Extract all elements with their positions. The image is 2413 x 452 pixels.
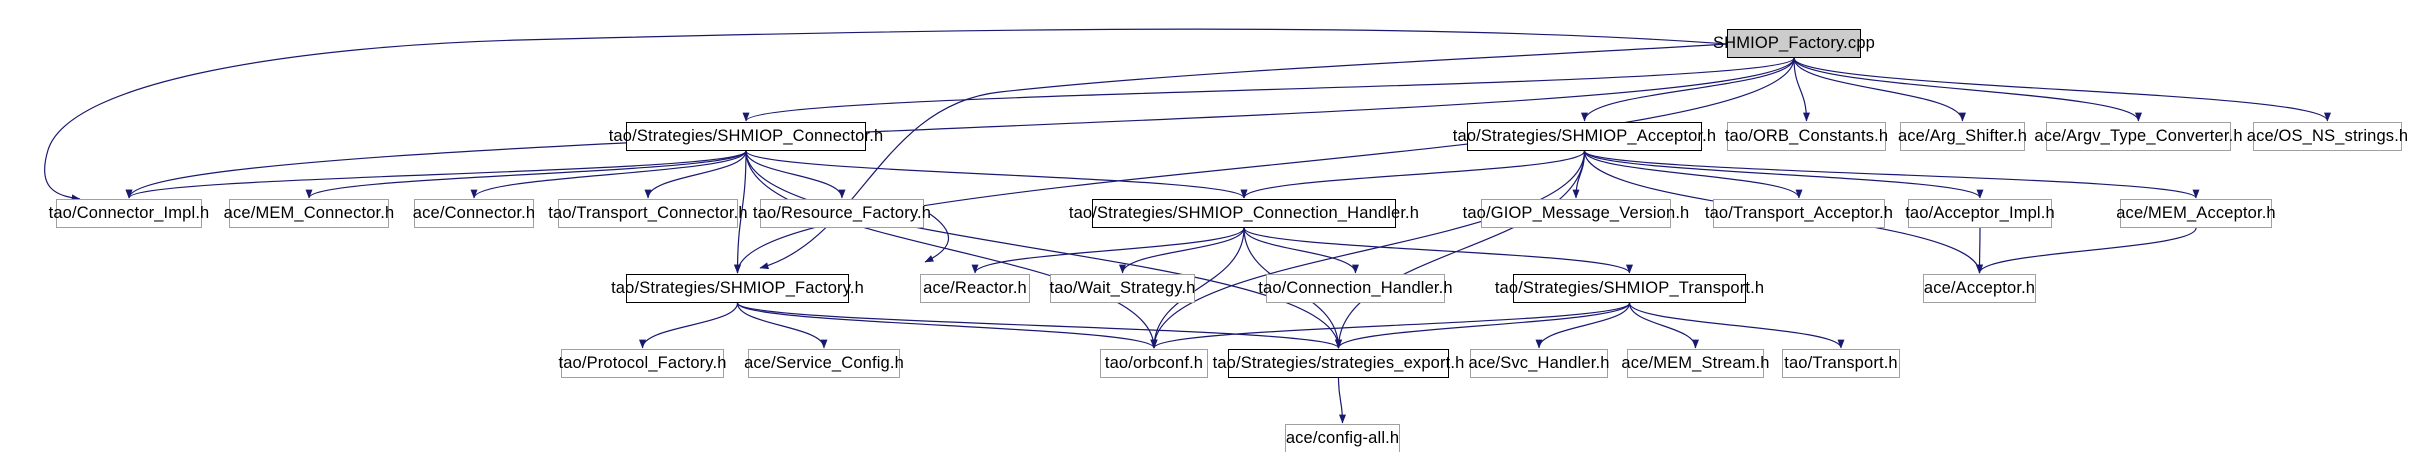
graph-node-strategies-export-h[interactable]: tao/Strategies/strategies_export.h — [1213, 349, 1464, 378]
graph-node-acceptor-impl-h[interactable]: tao/Acceptor_Impl.h — [1905, 199, 2055, 228]
graph-node-connector-h[interactable]: ace/Connector.h — [413, 199, 535, 228]
graph-node-protocol-factory-h[interactable]: tao/Protocol_Factory.h — [558, 349, 726, 378]
graph-node-transport-h[interactable]: tao/Transport.h — [1782, 349, 1900, 378]
graph-node-mem-acceptor-h[interactable]: ace/MEM_Acceptor.h — [2116, 199, 2276, 228]
graph-node-wait-strategy-h[interactable]: tao/Wait_Strategy.h — [1050, 274, 1195, 303]
graph-node-mem-stream-h[interactable]: ace/MEM_Stream.h — [1621, 349, 1769, 378]
graph-node-config-all-h[interactable]: ace/config-all.h — [1285, 424, 1400, 452]
graph-node-acceptor-h[interactable]: ace/Acceptor.h — [1923, 274, 2036, 303]
graph-node-orb-constants-h[interactable]: tao/ORB_Constants.h — [1725, 122, 1888, 151]
graph-node-shmiop-acceptor-h[interactable]: tao/Strategies/SHMIOP_Acceptor.h — [1453, 122, 1716, 151]
graph-node-shmiop-transport-h[interactable]: tao/Strategies/SHMIOP_Transport.h — [1495, 274, 1764, 303]
graph-node-transport-acceptor-h[interactable]: tao/Transport_Acceptor.h — [1705, 199, 1893, 228]
graph-node-transport-connector-h[interactable]: tao/Transport_Connector.h — [548, 199, 748, 228]
graph-node-svc-handler-h[interactable]: ace/Svc_Handler.h — [1468, 349, 1609, 378]
graph-node-shmiop-connector-h[interactable]: tao/Strategies/SHMIOP_Connector.h — [609, 122, 883, 151]
graph-node-giop-message-version-h[interactable]: tao/GIOP_Message_Version.h — [1463, 199, 1689, 228]
graph-node-reactor-h[interactable]: ace/Reactor.h — [920, 274, 1030, 303]
graph-node-shmiop-factory-cpp[interactable]: SHMIOP_Factory.cpp — [1713, 29, 1875, 58]
graph-node-resource-factory-h[interactable]: tao/Resource_Factory.h — [753, 199, 931, 228]
graph-node-shmiop-connection-handler-h[interactable]: tao/Strategies/SHMIOP_Connection_Handler… — [1069, 199, 1419, 228]
graph-node-orbconf-h[interactable]: tao/orbconf.h — [1100, 349, 1208, 378]
graph-node-arg-shifter-h[interactable]: ace/Arg_Shifter.h — [1898, 122, 2027, 151]
graph-node-connection-handler-h[interactable]: tao/Connection_Handler.h — [1258, 274, 1453, 303]
graph-node-service-config-h[interactable]: ace/Service_Config.h — [744, 349, 904, 378]
graph-node-connector-impl-h[interactable]: tao/Connector_Impl.h — [49, 199, 209, 228]
graph-node-argv-type-converter-h[interactable]: ace/Argv_Type_Converter.h — [2034, 122, 2243, 151]
graph-node-shmiop-factory-h[interactable]: tao/Strategies/SHMIOP_Factory.h — [611, 274, 864, 303]
graph-node-mem-connector-h[interactable]: ace/MEM_Connector.h — [224, 199, 394, 228]
graph-node-os-ns-strings-h[interactable]: ace/OS_NS_strings.h — [2247, 122, 2408, 151]
